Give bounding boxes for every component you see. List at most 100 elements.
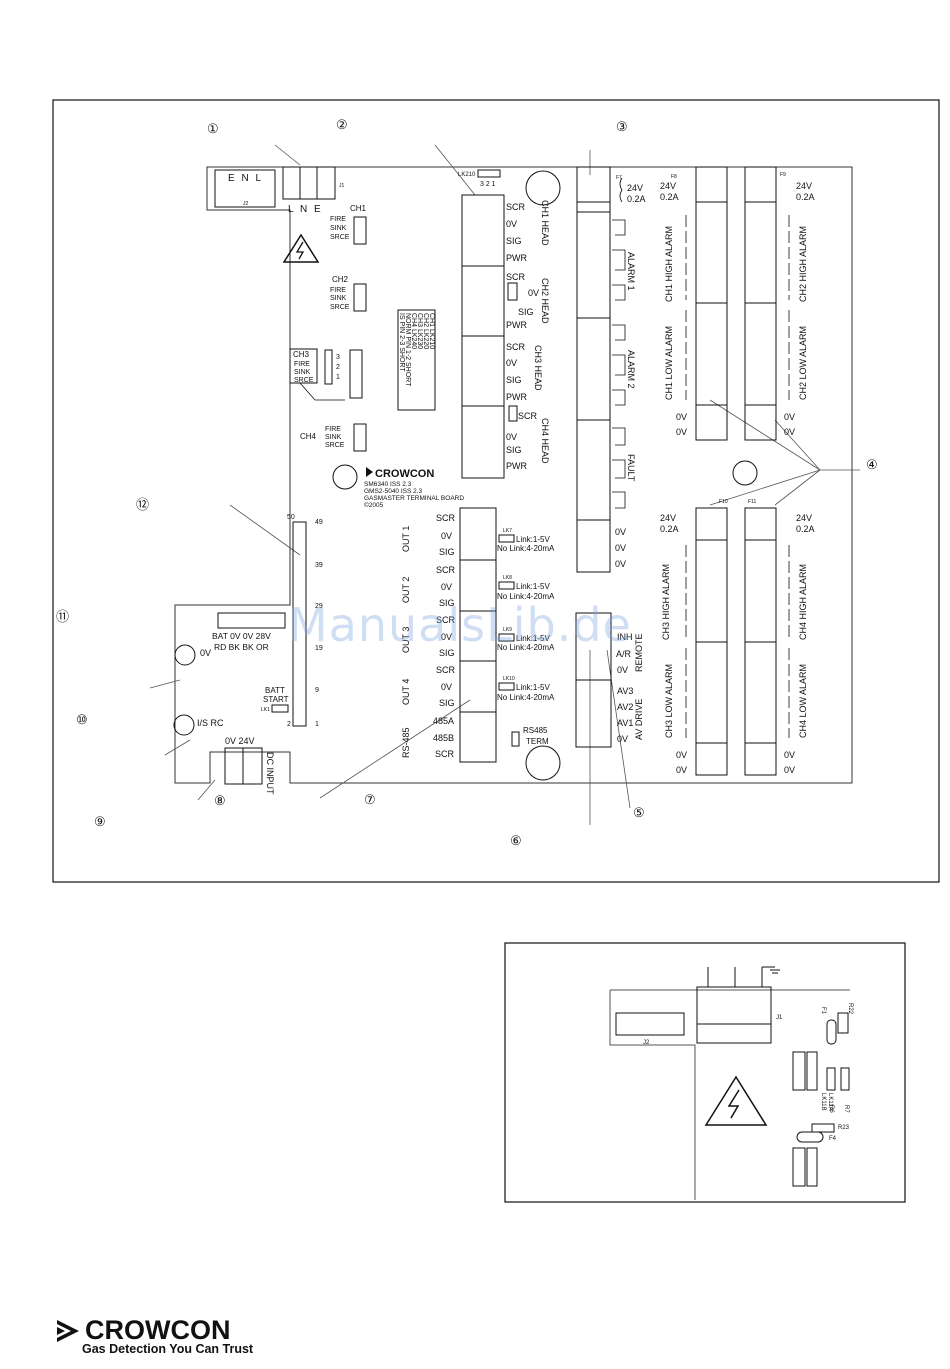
- svg-text:A/R: A/R: [616, 649, 632, 659]
- svg-text:49: 49: [315, 519, 323, 526]
- svg-text:CH4 LK240: CH4 LK240: [410, 313, 417, 349]
- svg-text:©2005: ©2005: [364, 501, 384, 509]
- svg-text:CROWCON: CROWCON: [375, 468, 434, 480]
- svg-text:FIRE: FIRE: [330, 216, 346, 223]
- svg-text:2: 2: [287, 721, 291, 728]
- svg-text:0V: 0V: [506, 358, 517, 368]
- svg-text:OUT 4: OUT 4: [401, 679, 411, 705]
- leader-lines: [149, 144, 860, 825]
- svg-text:R22: R22: [847, 1003, 853, 1015]
- svg-text:CH3 HIGH ALARM: CH3 HIGH ALARM: [661, 564, 671, 640]
- svg-text:LK10: LK10: [503, 676, 515, 682]
- svg-text:LK9: LK9: [503, 627, 512, 633]
- svg-text:AV2: AV2: [617, 702, 633, 712]
- svg-text:FIRE: FIRE: [330, 287, 346, 294]
- svg-text:0V: 0V: [676, 765, 687, 775]
- svg-text:RS-485: RS-485: [401, 727, 411, 758]
- svg-text:F4: F4: [829, 1136, 837, 1142]
- svg-text:0V: 0V: [528, 288, 539, 298]
- svg-text:3 2 1: 3 2 1: [480, 181, 496, 188]
- callout-11: ⑪: [56, 609, 69, 624]
- svg-text:IS PIN 2-3 SHORT: IS PIN 2-3 SHORT: [398, 313, 405, 372]
- svg-text:DC INPUT: DC INPUT: [265, 752, 275, 795]
- svg-text:0V: 0V: [441, 531, 452, 541]
- svg-text:1: 1: [336, 374, 340, 381]
- svg-text:GMS2-5040 ISS 2.3: GMS2-5040 ISS 2.3: [364, 488, 423, 495]
- callout-5: ⑤: [633, 805, 645, 820]
- svg-text:SIG: SIG: [439, 547, 455, 557]
- svg-text:R6: R6: [828, 1105, 834, 1113]
- svg-text:START: START: [263, 695, 289, 704]
- mains-connector: E N L J2 J1 L N E: [214, 166, 345, 215]
- batt-start-link: BATT START LK1: [261, 686, 289, 713]
- footer-brand: CROWCON: [85, 1315, 231, 1345]
- remote-av-terminals: INH A/R 0V REMOTE AV3 AV2 AV1 0V AV DRIV…: [575, 612, 644, 748]
- output-link-notes: LK7 Link:1-5V No Link:4-20mA LK8 Link:1-…: [497, 528, 555, 702]
- svg-text:0V: 0V: [617, 734, 628, 744]
- svg-text:24V: 24V: [796, 181, 812, 191]
- svg-text:LK11A: LK11A: [827, 1093, 833, 1111]
- svg-text:ALARM 1: ALARM 1: [626, 252, 636, 291]
- callout-9: ⑨: [94, 814, 106, 829]
- callout-2: ②: [336, 117, 348, 132]
- svg-text:PWR: PWR: [506, 392, 527, 402]
- svg-text:CH3 LK230: CH3 LK230: [416, 313, 423, 349]
- callout-10: ⑩: [76, 712, 88, 727]
- svg-text:RS485: RS485: [523, 726, 548, 735]
- svg-text:CH3 HEAD: CH3 HEAD: [533, 345, 543, 391]
- svg-text:GASMASTER TERMINAL BOARD: GASMASTER TERMINAL BOARD: [364, 495, 464, 502]
- svg-text:J1: J1: [339, 183, 345, 189]
- detail-frame: [504, 942, 906, 1203]
- svg-text:0V: 0V: [615, 527, 626, 537]
- svg-text:0V: 0V: [784, 750, 795, 760]
- svg-text:ALARM 2: ALARM 2: [626, 350, 636, 389]
- svg-text:CH4 HEAD: CH4 HEAD: [540, 418, 550, 464]
- svg-text:LK11B: LK11B: [820, 1093, 826, 1111]
- svg-text:SIG: SIG: [439, 698, 455, 708]
- link-table: CH1 LK210 CH2 LK220 CH3 LK230 CH4 LK240 …: [397, 309, 436, 411]
- callout-6: ⑥: [510, 833, 522, 848]
- sensor-head-terminals: SCR 0V SIG PWR SCR 0V SIG PWR SCR 0V SIG…: [461, 194, 550, 479]
- svg-text:0V: 0V: [676, 412, 687, 422]
- callout-3: ③: [616, 119, 628, 134]
- svg-text:AV3: AV3: [617, 686, 633, 696]
- svg-text:TERM: TERM: [526, 737, 549, 746]
- svg-text:SINK: SINK: [330, 225, 347, 232]
- dc-input-connector: 0V 24V DC INPUT: [224, 736, 275, 795]
- svg-text:CH2 HIGH ALARM: CH2 HIGH ALARM: [798, 226, 808, 302]
- svg-text:Link:1-5V: Link:1-5V: [516, 582, 550, 591]
- svg-text:BAT 0V 0V 28V: BAT 0V 0V 28V: [212, 631, 271, 641]
- svg-text:1: 1: [315, 721, 319, 728]
- svg-text:SRCE: SRCE: [325, 442, 345, 449]
- svg-text:J2: J2: [643, 1040, 650, 1046]
- svg-text:SCR: SCR: [436, 513, 456, 523]
- svg-text:OUT 1: OUT 1: [401, 526, 411, 552]
- svg-text:0V: 0V: [615, 559, 626, 569]
- svg-text:CH4 HIGH ALARM: CH4 HIGH ALARM: [798, 564, 808, 640]
- svg-text:0V: 0V: [676, 427, 687, 437]
- callouts: ① ② ③ ④ ⑤ ⑥ ⑦ ⑧ ⑨ ⑩ ⑪ ⑫: [56, 117, 878, 848]
- svg-text:FAULT: FAULT: [626, 454, 636, 482]
- svg-text:Link:1-5V: Link:1-5V: [516, 683, 550, 692]
- svg-text:FIRE: FIRE: [294, 361, 310, 368]
- svg-text:CH1 LK210: CH1 LK210: [428, 313, 435, 349]
- svg-text:BATT: BATT: [265, 686, 285, 695]
- svg-text:No Link:4-20mA: No Link:4-20mA: [497, 693, 555, 702]
- svg-text:0.2A: 0.2A: [660, 524, 679, 534]
- svg-text:CH2 HEAD: CH2 HEAD: [540, 278, 550, 324]
- svg-text:3: 3: [336, 354, 340, 361]
- svg-text:24V: 24V: [796, 513, 812, 523]
- svg-text:SRCE: SRCE: [294, 377, 314, 384]
- ch3-config: CH3 FIRE SINK SRCE 3 2 1: [289, 348, 363, 401]
- svg-text:SINK: SINK: [325, 434, 342, 441]
- main-frame: [52, 99, 940, 883]
- mounting-hole-middle: [732, 460, 758, 486]
- svg-text:SCR: SCR: [518, 411, 538, 421]
- svg-text:AV DRIVE: AV DRIVE: [634, 699, 644, 740]
- svg-text:SCR: SCR: [506, 202, 526, 212]
- svg-text:NORM PIN 1-2 SHORT: NORM PIN 1-2 SHORT: [404, 313, 411, 387]
- svg-text:0.2A: 0.2A: [660, 192, 679, 202]
- svg-text:INH: INH: [617, 632, 633, 642]
- svg-text:CH1: CH1: [350, 204, 367, 213]
